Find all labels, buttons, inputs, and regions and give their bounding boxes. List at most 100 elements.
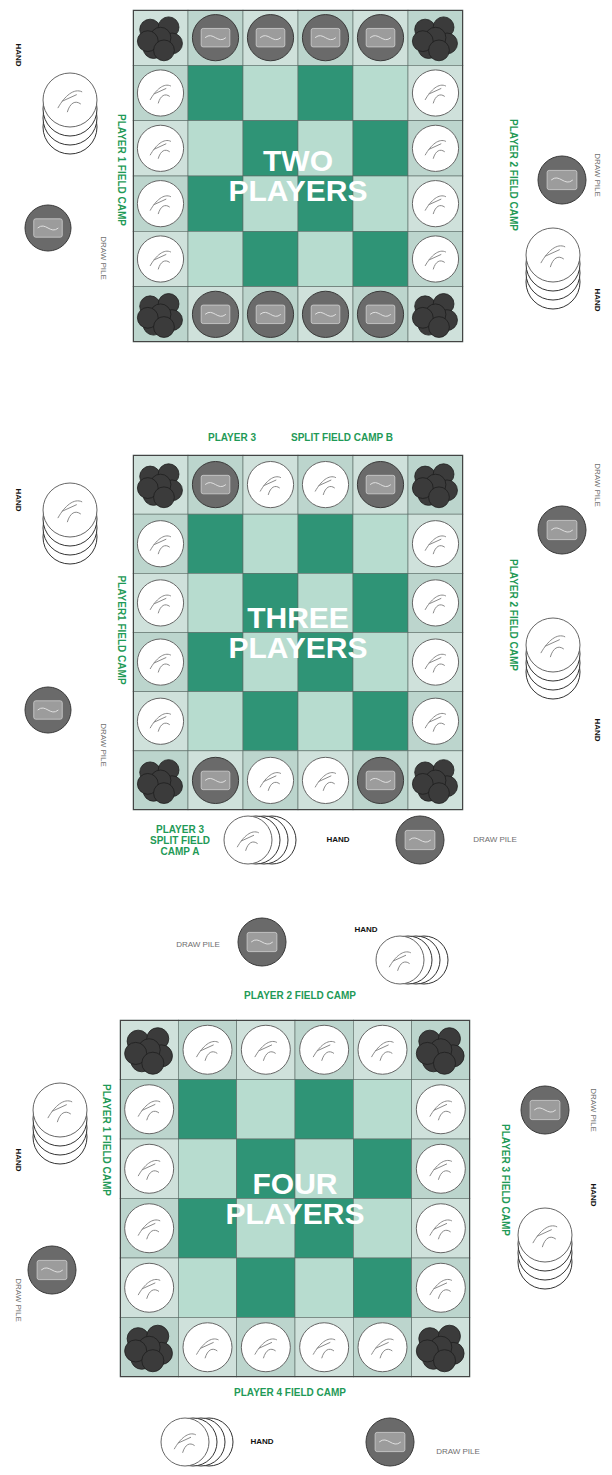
board-cell bbox=[133, 231, 188, 286]
board-cell bbox=[188, 573, 243, 632]
ticket-token bbox=[247, 15, 293, 61]
board-cell bbox=[353, 1139, 411, 1199]
board-cell bbox=[243, 10, 298, 65]
ticket-token bbox=[366, 1418, 414, 1466]
ticket-shape bbox=[547, 170, 577, 189]
ticket-mark bbox=[551, 528, 573, 532]
token-disc bbox=[412, 236, 458, 282]
ticket-shape bbox=[256, 28, 285, 46]
figure-token bbox=[302, 757, 348, 803]
ticket-mark bbox=[534, 1108, 556, 1112]
figure-token bbox=[125, 1204, 174, 1253]
board-cell bbox=[353, 287, 408, 342]
token-disc bbox=[183, 1025, 232, 1074]
pile-label: HAND bbox=[593, 288, 602, 311]
ticket-shape bbox=[547, 520, 577, 539]
ticket-mark bbox=[41, 1268, 63, 1272]
pile-label: DRAW PILE bbox=[589, 1088, 598, 1132]
ticket-token bbox=[25, 205, 71, 251]
figure-sketch bbox=[150, 196, 171, 214]
token-disc bbox=[538, 506, 586, 554]
board-cell bbox=[120, 1139, 178, 1199]
camp-label: PLAYER 4 FIELD CAMP bbox=[234, 1387, 346, 1398]
ticket-token bbox=[192, 15, 238, 61]
ticket-token bbox=[521, 1086, 569, 1134]
bush-leaf bbox=[429, 40, 450, 61]
figure-sketch bbox=[313, 1041, 335, 1060]
figure-sketch bbox=[138, 1101, 160, 1120]
figure-token bbox=[416, 1085, 465, 1134]
hand-stack bbox=[33, 1083, 87, 1164]
figure-token bbox=[300, 1323, 349, 1372]
ticket-token bbox=[357, 291, 403, 337]
board-cell bbox=[353, 1318, 411, 1378]
token-disc bbox=[247, 757, 293, 803]
board-cell bbox=[408, 176, 463, 231]
camp-label: PLAYER 1 FIELD CAMP bbox=[116, 114, 127, 226]
draw-pile bbox=[366, 1418, 414, 1466]
ticket-mark bbox=[315, 312, 336, 316]
figure-token bbox=[241, 1025, 290, 1074]
token-disc bbox=[412, 580, 458, 626]
figure-token bbox=[247, 461, 293, 507]
draw-pile bbox=[28, 1246, 76, 1294]
figure-sketch bbox=[138, 1220, 160, 1239]
ticket-mark bbox=[260, 312, 281, 316]
ticket-shape bbox=[366, 475, 395, 493]
bush-token bbox=[412, 760, 457, 804]
board-cell bbox=[412, 1318, 470, 1378]
pile-label: DRAW PILE bbox=[14, 1278, 23, 1322]
ticket-mark bbox=[251, 940, 273, 944]
token-disc bbox=[366, 1418, 414, 1466]
bush-token bbox=[416, 1028, 464, 1075]
figure-token bbox=[125, 1144, 174, 1193]
pile-label: DRAW PILE bbox=[473, 836, 517, 845]
board-cell bbox=[237, 1318, 295, 1378]
board-cell bbox=[243, 231, 298, 286]
board-area: THREE PLAYERS bbox=[133, 455, 463, 810]
token-disc bbox=[412, 639, 458, 685]
camp-label: PLAYER 3 bbox=[208, 432, 256, 443]
token-disc bbox=[125, 1263, 174, 1312]
ticket-mark bbox=[205, 312, 226, 316]
camp-label: PLAYER 2 FIELD CAMP bbox=[508, 119, 519, 231]
bush-leaf bbox=[154, 487, 175, 508]
draw-pile bbox=[521, 1086, 569, 1134]
token-disc bbox=[238, 918, 286, 966]
figure-sketch bbox=[196, 1041, 218, 1060]
figure-sketch bbox=[425, 713, 446, 731]
figure-token bbox=[358, 1025, 407, 1074]
figure-token bbox=[412, 580, 458, 626]
figure-token bbox=[376, 936, 424, 984]
board-cell bbox=[178, 1258, 236, 1318]
token-disc bbox=[521, 1086, 569, 1134]
board-cell bbox=[408, 455, 463, 514]
token-disc bbox=[518, 1208, 572, 1262]
ticket-shape bbox=[37, 1260, 67, 1279]
figure-token bbox=[412, 125, 458, 171]
board-cell bbox=[298, 455, 353, 514]
board-area: TWO PLAYERS bbox=[133, 10, 463, 342]
game-board bbox=[133, 455, 463, 810]
token-disc bbox=[357, 291, 403, 337]
bush-token bbox=[412, 464, 457, 508]
board-cell bbox=[237, 1080, 295, 1140]
camp-label: PLAYER 2 FIELD CAMP bbox=[244, 990, 356, 1001]
ticket-token bbox=[357, 461, 403, 507]
ticket-shape bbox=[256, 305, 285, 323]
bush-leaf bbox=[142, 1350, 164, 1372]
board-cell bbox=[178, 1318, 236, 1378]
board-cell bbox=[188, 692, 243, 751]
bush-leaf bbox=[429, 783, 450, 804]
figure-token bbox=[137, 181, 183, 227]
token-disc bbox=[137, 125, 183, 171]
board-cell bbox=[243, 751, 298, 810]
bush-leaf bbox=[154, 317, 175, 338]
token-disc bbox=[43, 483, 97, 537]
board-cell bbox=[408, 65, 463, 120]
ticket-mark bbox=[205, 778, 226, 782]
board-cell bbox=[237, 1258, 295, 1318]
board-cell bbox=[298, 751, 353, 810]
token-disc bbox=[302, 757, 348, 803]
ticket-shape bbox=[375, 1432, 405, 1451]
